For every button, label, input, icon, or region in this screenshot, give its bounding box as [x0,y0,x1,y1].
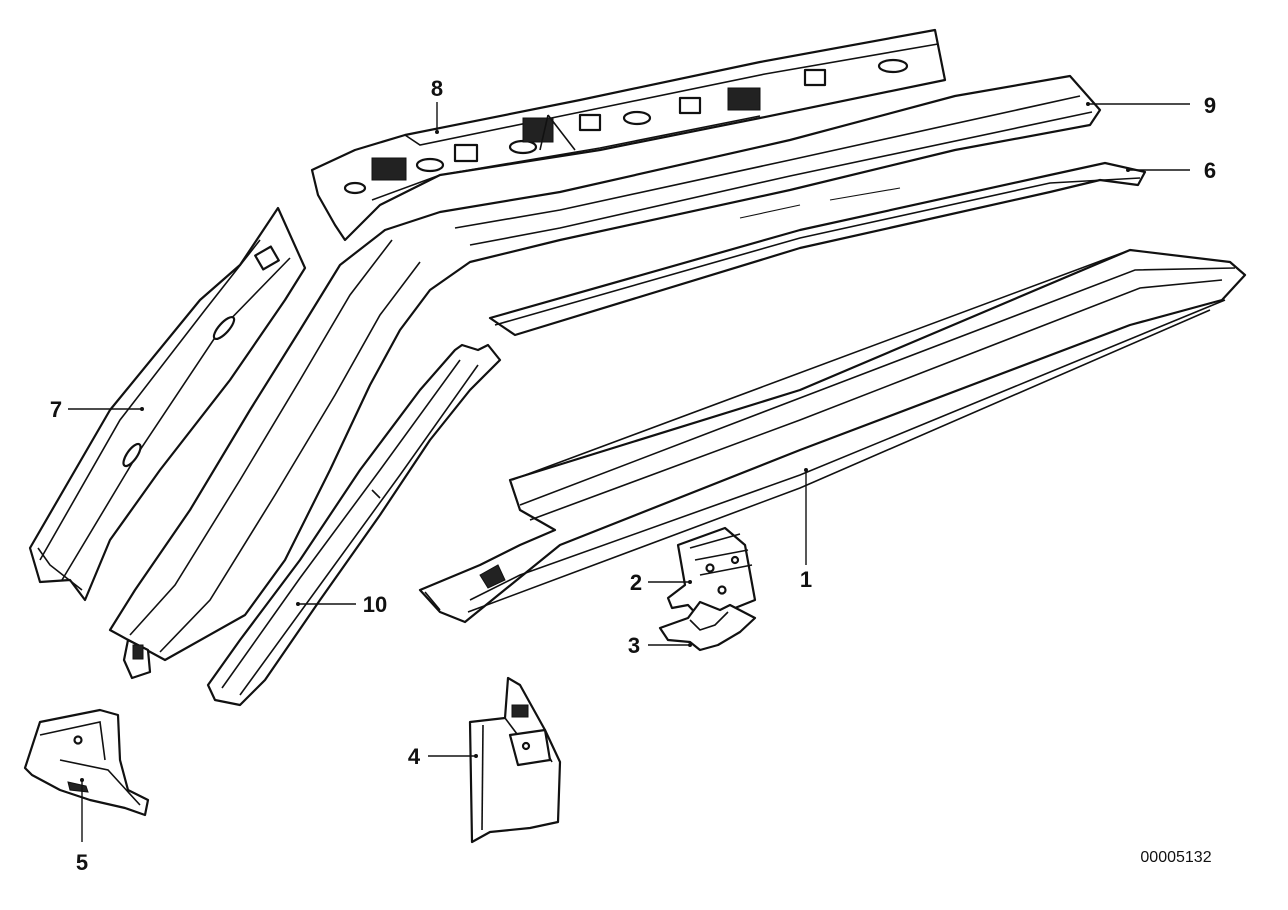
part-5-small-bracket [23,708,150,817]
part-2-bracket [666,526,757,620]
part-8-roof-rail [310,28,947,242]
part-9-cant-rail [108,74,1102,680]
callout-4: 4 [408,744,421,769]
part-1-side-sill [418,248,1247,624]
part-4-panel [468,676,562,844]
callout-6: 6 [1204,158,1216,183]
callout-8: 8 [431,76,443,101]
callout-1: 1 [800,567,812,592]
reference-number: 00005132 [1140,849,1211,866]
callout-5: 5 [76,850,88,875]
callout-2: 2 [630,570,642,595]
part-3-clip [658,600,757,652]
part-10-pillar-strip [206,343,502,707]
leader-lines [68,102,1190,842]
callout-3: 3 [628,633,640,658]
part-6-drip-strip [488,161,1147,337]
callout-7: 7 [50,397,62,422]
callout-10: 10 [363,592,387,617]
part-7-a-pillar [28,206,307,602]
callout-9: 9 [1204,93,1216,118]
